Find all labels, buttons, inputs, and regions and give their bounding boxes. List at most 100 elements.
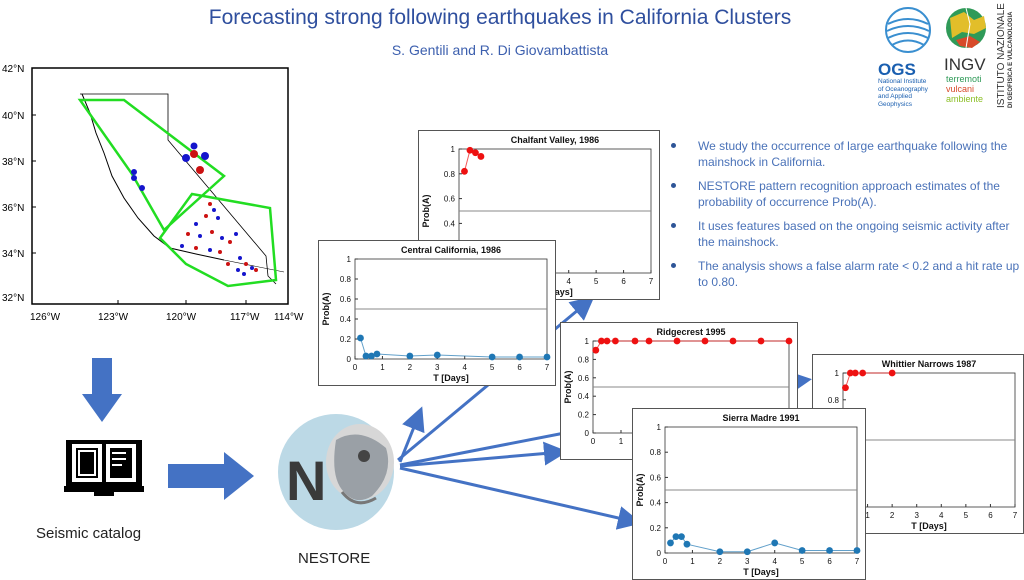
data-point <box>798 547 806 554</box>
data-point <box>678 533 685 541</box>
catalog-caption: Seismic catalog <box>36 525 142 542</box>
y-tick-label: 0.2 <box>578 411 590 420</box>
x-axis-label: T [Days] <box>743 567 779 577</box>
california-coastline <box>81 93 225 261</box>
lon-label: 126°W <box>30 312 61 323</box>
nestore-caption: NESTORE <box>298 550 371 567</box>
y-tick-label: 0.8 <box>650 448 662 457</box>
data-point <box>472 149 479 157</box>
x-tick-label: 0 <box>663 557 668 566</box>
x-tick-label: 2 <box>718 557 723 566</box>
y-axis-label: Prob(A) <box>321 293 331 326</box>
ingv-globe-icon <box>946 7 986 49</box>
y-tick-label: 0.2 <box>650 524 662 533</box>
data-point <box>362 352 370 360</box>
chart-title: Central California, 1986 <box>401 245 501 255</box>
x-tick-label: 6 <box>827 557 832 566</box>
x-axis-label: T [Days] <box>911 521 947 531</box>
x-axis-label: T [Days] <box>433 373 469 383</box>
data-point <box>846 369 854 377</box>
x-tick-label: 1 <box>380 363 385 372</box>
data-point <box>701 337 709 345</box>
y-axis-label: Prob(A) <box>563 371 573 404</box>
lon-label: 114°W <box>274 312 304 323</box>
data-point <box>888 369 896 377</box>
y-axis-label: Prob(A) <box>635 474 645 507</box>
data-point <box>368 352 375 360</box>
lat-label: 34°N <box>2 249 24 260</box>
bullet-item: It uses features based on the ongoing se… <box>668 218 1020 250</box>
data-point <box>673 337 681 345</box>
y-tick-label: 1 <box>585 337 590 346</box>
data-point <box>461 167 468 175</box>
x-tick-label: 6 <box>517 363 522 372</box>
catalog-book-icon <box>64 440 144 496</box>
chart-title: Sierra Madre 1991 <box>722 413 799 423</box>
data-point <box>645 337 653 345</box>
data-point <box>477 153 485 160</box>
lat-label: 32°N <box>2 293 24 304</box>
y-tick-label: 0.6 <box>650 473 662 482</box>
data-point <box>826 547 833 554</box>
x-tick-label: 0 <box>353 363 358 372</box>
data-point <box>851 369 859 377</box>
data-point <box>373 350 381 358</box>
california-map: 42°N 40°N 38°N 36°N 34°N 32°N 126°W 123°… <box>2 64 304 323</box>
y-tick-label: 0 <box>347 355 352 364</box>
lon-label: 120°W <box>166 312 197 323</box>
data-point <box>592 346 600 354</box>
authors: S. Gentili and R. Di Giovambattista <box>391 42 609 58</box>
ogs-name: OGS <box>878 60 916 79</box>
x-tick-label: 7 <box>649 277 654 286</box>
x-tick-label: 7 <box>1013 511 1018 520</box>
x-tick-label: 4 <box>566 277 571 286</box>
ingv-logo: INGV terremoti vulcani ambiente ISTITUTO… <box>944 3 1024 108</box>
data-point <box>357 334 364 342</box>
y-tick-label: 0.8 <box>444 170 456 179</box>
data-point <box>743 548 751 556</box>
y-tick-label: 0 <box>657 549 662 558</box>
y-tick-label: 0.4 <box>650 499 662 508</box>
chart-title: Ridgecrest 1995 <box>656 327 725 337</box>
y-tick-label: 0.4 <box>444 219 456 228</box>
x-tick-label: 3 <box>435 363 440 372</box>
x-tick-label: 3 <box>745 557 750 566</box>
lon-label: 123°W <box>98 312 129 323</box>
x-tick-label: 7 <box>545 363 550 372</box>
x-tick-label: 5 <box>800 557 805 566</box>
x-tick-label: 5 <box>594 277 599 286</box>
y-tick-label: 0.4 <box>340 315 352 324</box>
data-point <box>466 146 474 154</box>
ingv-words: terremoti vulcani ambiente <box>946 74 984 104</box>
y-tick-label: 1 <box>451 145 456 154</box>
x-tick-label: 2 <box>408 363 413 372</box>
data-point <box>842 384 849 392</box>
data-point <box>716 548 724 556</box>
x-tick-label: 6 <box>988 511 993 520</box>
data-point <box>667 539 674 547</box>
data-point <box>683 540 691 548</box>
y-tick-label: 0.4 <box>578 392 590 401</box>
x-tick-label: 5 <box>964 511 969 520</box>
x-tick-label: 3 <box>914 511 919 520</box>
lat-label: 42°N <box>2 64 24 75</box>
data-point <box>543 353 551 361</box>
bullet-item: The analysis shows a false alarm rate < … <box>668 258 1020 290</box>
y-tick-label: 0.6 <box>578 374 590 383</box>
down-arrow-icon <box>82 358 122 422</box>
x-tick-label: 1 <box>690 557 695 566</box>
y-tick-label: 1 <box>347 255 352 264</box>
data-point <box>612 337 619 345</box>
cluster-region-north <box>77 98 226 232</box>
bullet-list: We study the occurrence of large earthqu… <box>668 138 1020 298</box>
chart-title: Chalfant Valley, 1986 <box>511 135 599 145</box>
event-markers <box>131 142 258 276</box>
data-point <box>757 337 765 345</box>
x-tick-label: 2 <box>890 511 895 520</box>
data-point <box>433 351 441 359</box>
bullet-item: We study the occurrence of large earthqu… <box>668 138 1020 170</box>
lat-label: 40°N <box>2 111 24 122</box>
